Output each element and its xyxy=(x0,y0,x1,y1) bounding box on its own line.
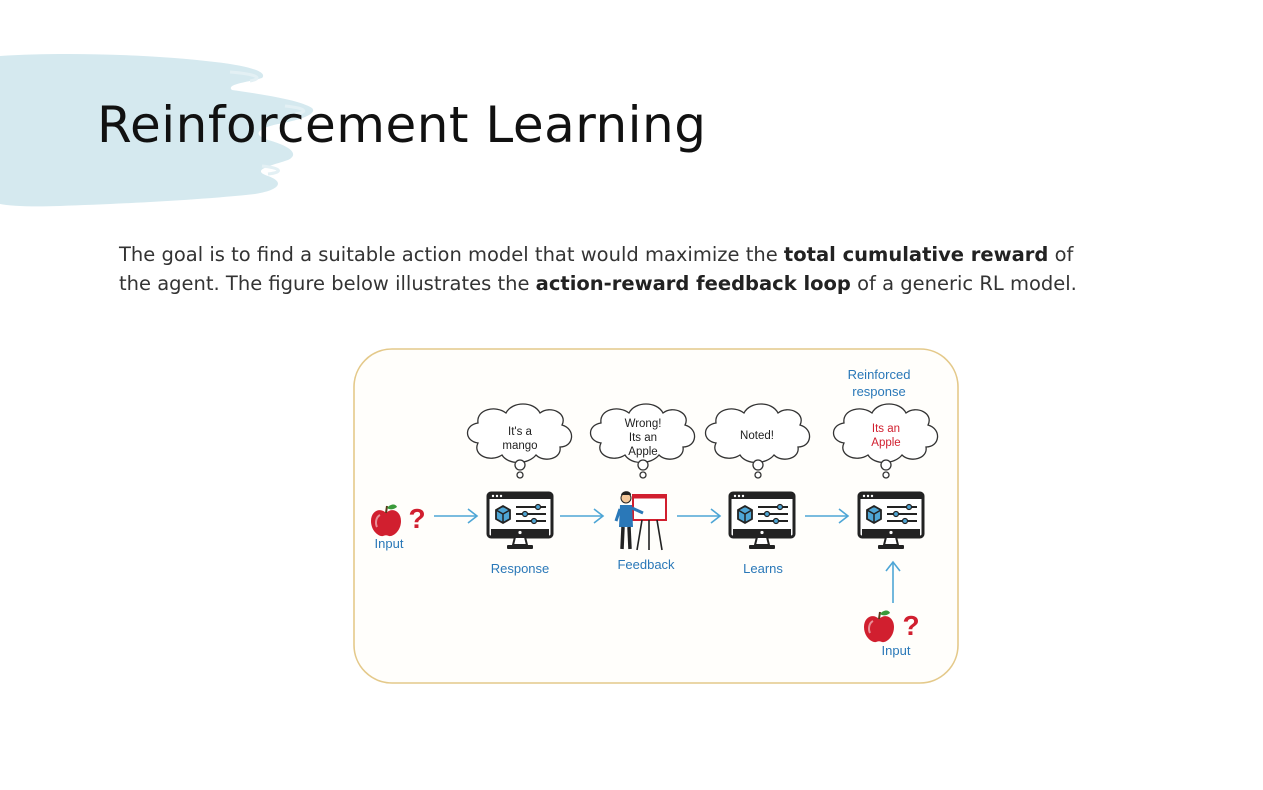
cloud2-text-line2: Its an xyxy=(629,432,657,444)
intro-bold-1: total cumulative reward xyxy=(783,243,1049,266)
intro-bold-2: action-reward feedback loop xyxy=(535,272,851,295)
input2-label: Input xyxy=(882,643,911,658)
reinforced-label-line2: response xyxy=(852,384,905,399)
learns-label: Learns xyxy=(743,561,783,576)
cloud1-text-line2: mango xyxy=(502,440,537,452)
cloud2-text-line1: Wrong! xyxy=(625,418,662,430)
cloud1-text-line1: It's a xyxy=(508,426,533,438)
question-mark-icon: ? xyxy=(408,503,425,534)
page-title: Reinforcement Learning xyxy=(97,96,707,154)
reinforced-label-line1: Reinforced xyxy=(848,367,911,382)
intro-paragraph: The goal is to find a suitable action mo… xyxy=(119,240,1109,298)
intro-text-3: of a generic RL model. xyxy=(850,272,1077,295)
intro-text-2: of the agent. The figure below illustrat… xyxy=(119,243,1074,295)
input-label: Input xyxy=(375,536,404,551)
cloud4-text-line1: Its an xyxy=(872,423,900,435)
cloud2-text-line3: Apple xyxy=(628,446,657,458)
response-label: Response xyxy=(491,561,550,576)
brush-stroke-decoration xyxy=(0,54,314,207)
cloud4-text-line2: Apple xyxy=(871,437,900,449)
feedback-label: Feedback xyxy=(617,557,675,572)
rl-feedback-diagram: ? Input It's a mango Response Wrong! Its… xyxy=(353,348,959,684)
cloud3-text-line1: Noted! xyxy=(740,430,774,442)
intro-text-1: The goal is to find a suitable action mo… xyxy=(119,243,784,266)
presenter-icon xyxy=(614,491,667,551)
arrow-up-icon xyxy=(885,560,901,603)
question-mark-icon: ? xyxy=(902,610,919,641)
